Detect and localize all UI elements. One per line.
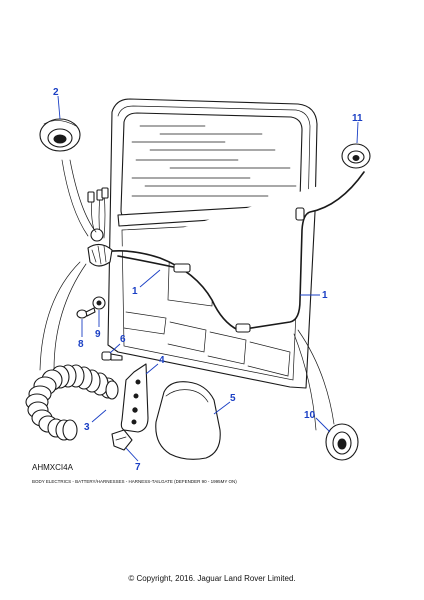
callout-7: 7 [135, 462, 141, 473]
tailgate-harness [61, 159, 365, 333]
clip-7 [111, 429, 133, 451]
callout-11: 11 [352, 113, 363, 124]
screw-8 [76, 307, 96, 319]
callout-6: 6 [120, 334, 126, 345]
harness-connector-bottom [235, 323, 251, 333]
grommet-2 [39, 118, 81, 152]
callout-1-left: 1 [132, 286, 138, 297]
harness-connector-left [173, 263, 191, 273]
screw-6 [101, 351, 123, 361]
diagram-caption: BODY ELECTRICS - BATTERY/HARNESSES - HAR… [32, 479, 237, 484]
harness-connector-top [295, 207, 305, 221]
cover-5 [155, 381, 221, 460]
copyright-notice: © Copyright, 2016. Jaguar Land Rover Lim… [128, 574, 296, 583]
grommet-11 [341, 143, 371, 169]
corrugated-conduit-3 [25, 261, 119, 441]
callout-8: 8 [78, 339, 84, 350]
callout-10: 10 [304, 410, 316, 421]
bracket-4 [120, 363, 149, 433]
callouts: 2 11 1 1 8 9 6 4 5 3 7 10 [53, 87, 363, 473]
callout-3: 3 [84, 422, 90, 433]
callout-5: 5 [230, 393, 236, 404]
grommet-10 [293, 329, 359, 461]
callout-1-right: 1 [322, 290, 328, 301]
diagram-reference-code: AHMXCI4A [32, 463, 73, 472]
callout-9: 9 [95, 329, 101, 340]
callout-2: 2 [53, 87, 59, 98]
callout-4: 4 [159, 355, 165, 366]
washer-9 [92, 296, 106, 310]
